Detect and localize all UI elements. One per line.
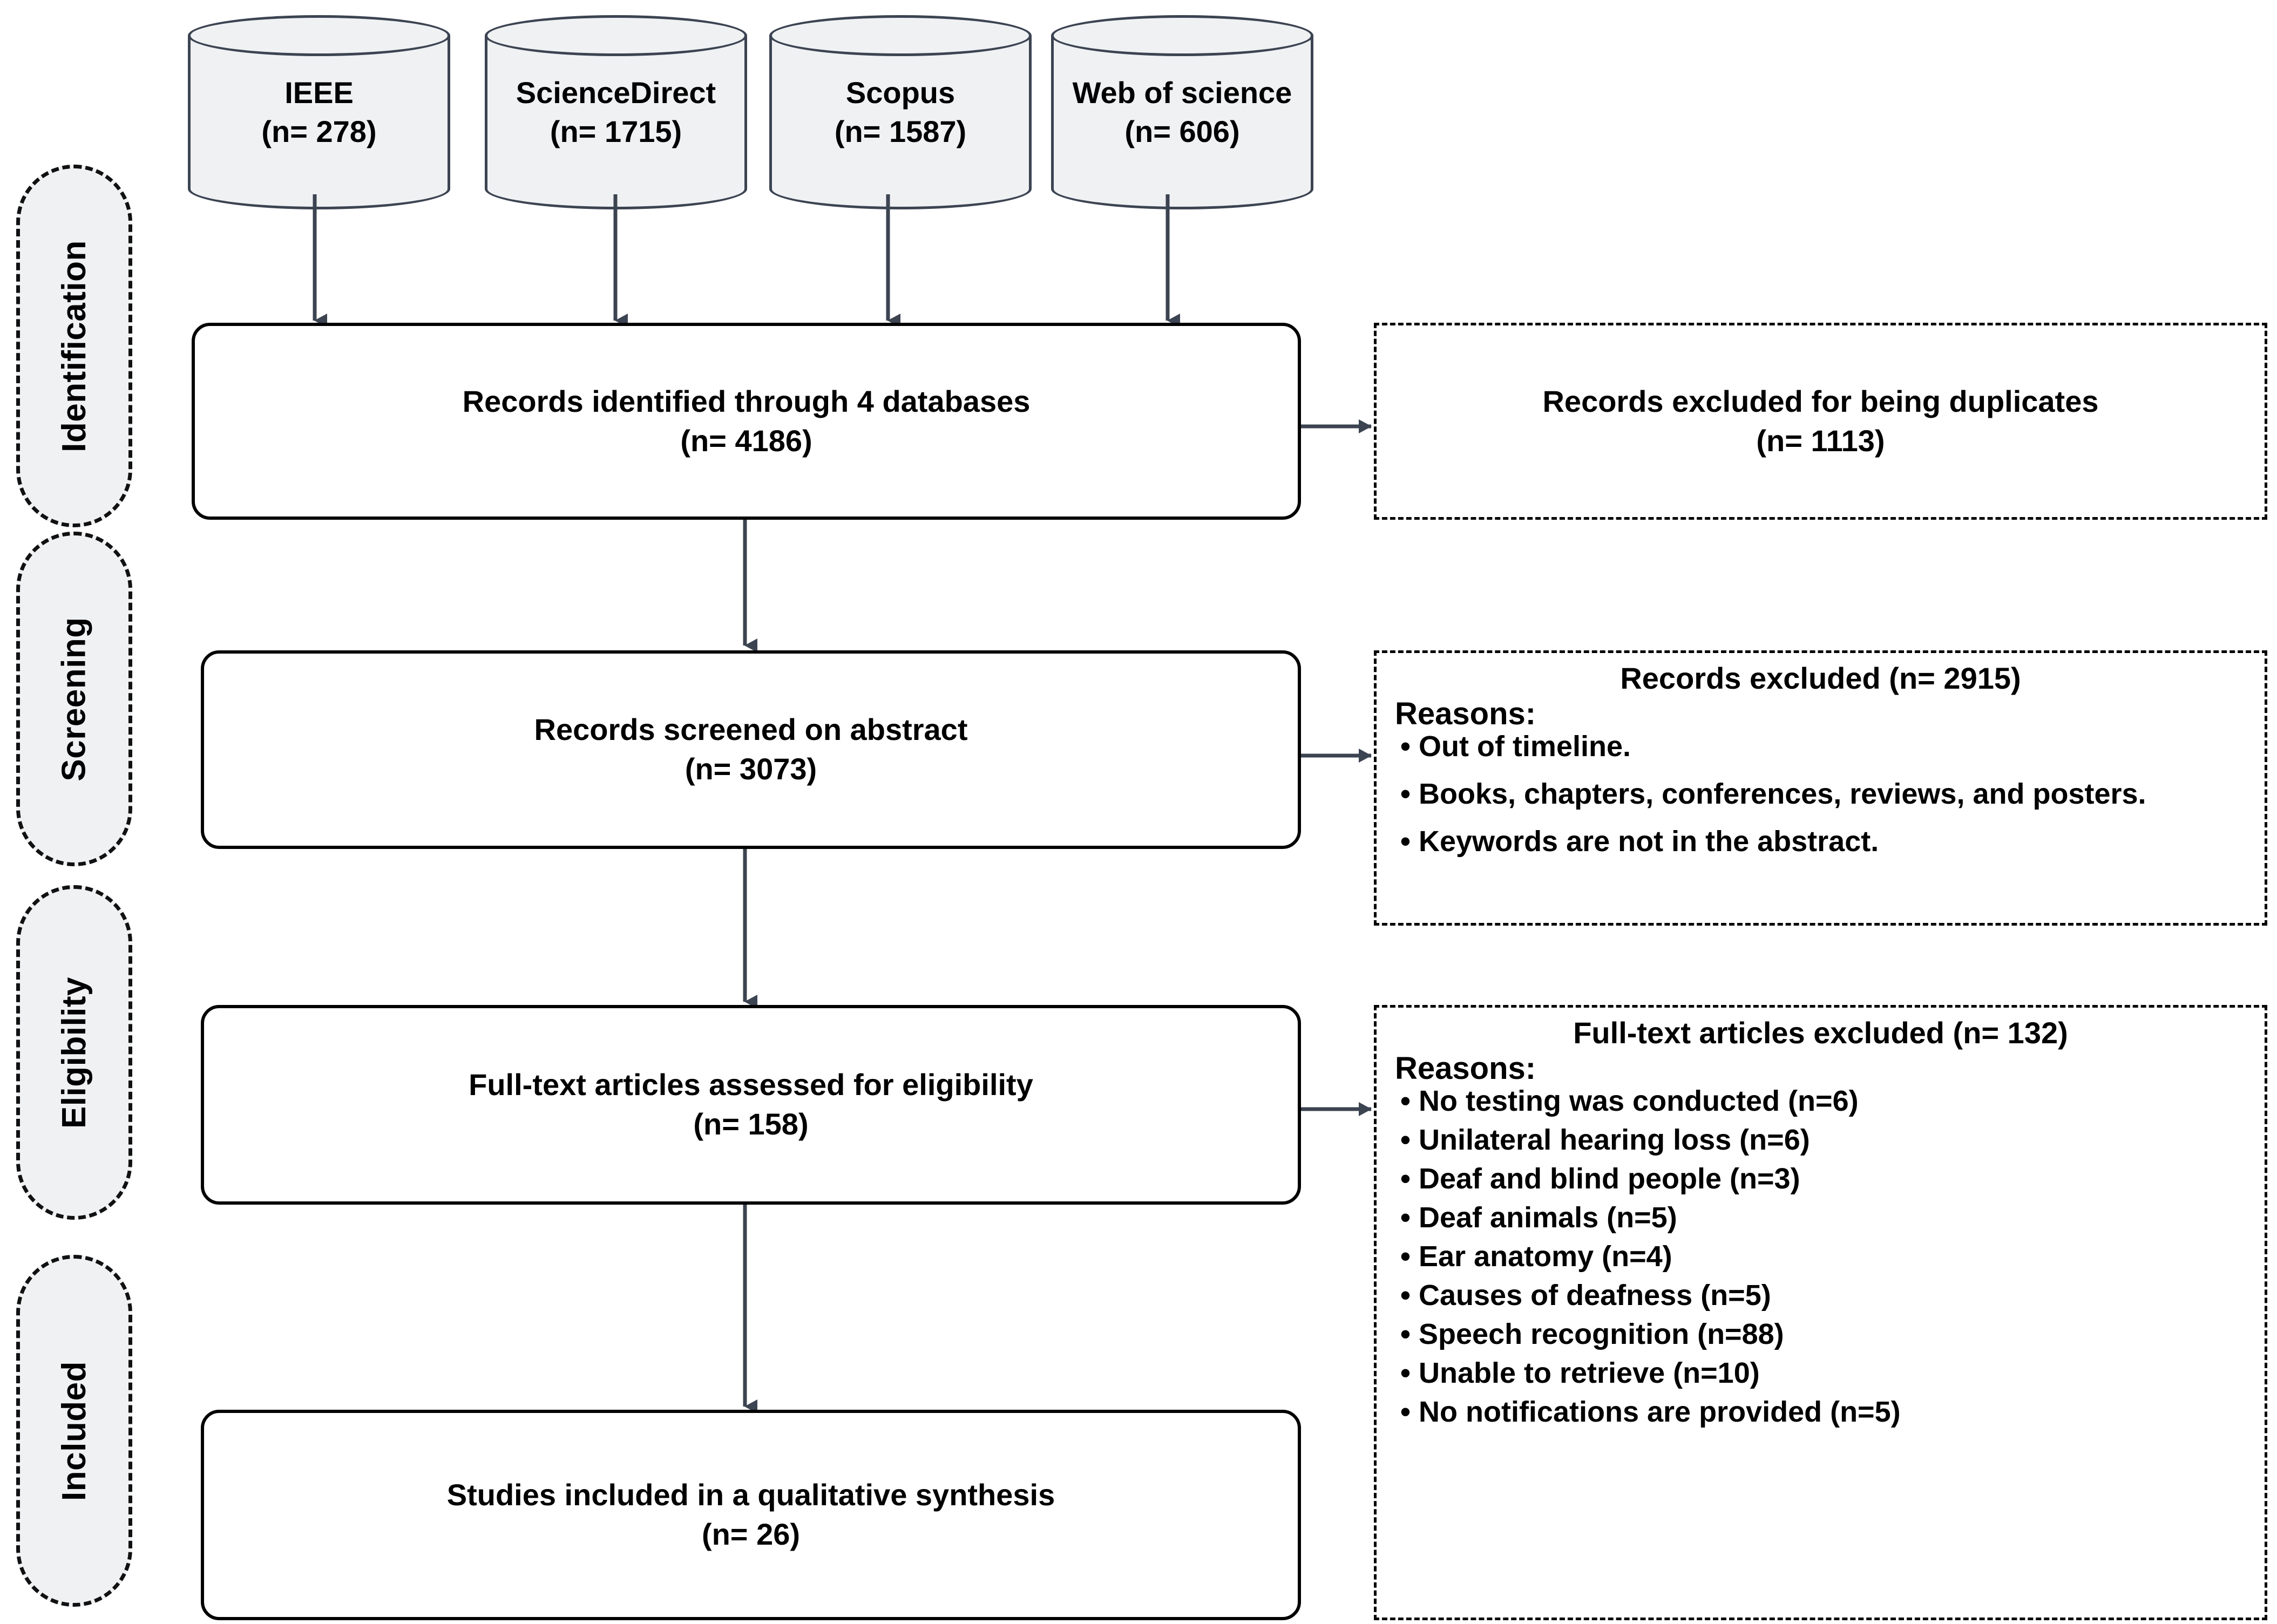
exclusion-line2: (n= 1113)	[1756, 423, 1885, 458]
flow-box-line1: Full-text articles assessed for eligibil…	[469, 1068, 1033, 1102]
database-count: (n= 1587)	[834, 114, 967, 148]
database-cylinder-sciencedirect: ScienceDirect (n= 1715)	[485, 15, 747, 209]
flow-box-records-screened: Records screened on abstract (n= 3073)	[201, 650, 1301, 849]
cylinder-body	[485, 36, 747, 209]
list-item: Unilateral hearing loss (n=6)	[1400, 1125, 2265, 1154]
exclusion-title-screening: Records excluded (n= 2915)	[1620, 661, 2021, 695]
database-cylinder-ieee: IEEE (n= 278)	[188, 15, 450, 209]
flow-box-studies-included: Studies included in a qualitative synthe…	[201, 1410, 1301, 1620]
database-name: Web of science	[1072, 76, 1292, 110]
database-count: (n= 278)	[261, 114, 377, 148]
exclusion-reason-list-fulltext: No testing was conducted (n=6) Unilatera…	[1377, 1086, 2265, 1426]
flow-box-fulltext-assessed: Full-text articles assessed for eligibil…	[201, 1005, 1301, 1205]
database-name: IEEE	[284, 76, 354, 110]
flow-box-line2: (n= 3073)	[685, 752, 817, 786]
cylinder-body	[1051, 36, 1313, 209]
flow-box-line2: (n= 158)	[693, 1107, 809, 1141]
database-label-sciencedirect: ScienceDirect (n= 1715)	[485, 73, 747, 151]
database-name: ScienceDirect	[516, 76, 716, 110]
database-cylinder-web-of-science: Web of science (n= 606)	[1051, 15, 1313, 209]
flow-box-line2: (n= 4186)	[680, 423, 812, 458]
cylinder-top-ellipse	[1051, 15, 1313, 56]
list-item: Speech recognition (n=88)	[1400, 1320, 2265, 1349]
exclusion-box-screening: Records excluded (n= 2915) Reasons: Out …	[1374, 650, 2267, 926]
flow-box-line1: Records identified through 4 databases	[462, 384, 1031, 418]
exclusion-line1: Records excluded for being duplicates	[1542, 384, 2099, 418]
list-item: No notifications are provided (n=5)	[1400, 1397, 2265, 1426]
stage-pill-eligibility: Eligibility	[16, 885, 132, 1220]
list-item: Keywords are not in the abstract.	[1400, 827, 2265, 856]
database-label-web-of-science: Web of science (n= 606)	[1051, 73, 1313, 151]
cylinder-body	[188, 36, 450, 209]
flow-box-text: Records identified through 4 databases (…	[463, 382, 1031, 461]
flow-box-text: Full-text articles assessed for eligibil…	[469, 1065, 1033, 1144]
cylinder-top-ellipse	[188, 15, 450, 56]
list-item: Deaf and blind people (n=3)	[1400, 1164, 2265, 1193]
exclusion-box-fulltext: Full-text articles excluded (n= 132) Rea…	[1374, 1005, 2267, 1620]
database-count: (n= 606)	[1124, 114, 1240, 148]
list-item: Books, chapters, conferences, reviews, a…	[1400, 779, 2265, 808]
exclusion-reasons-label-screening: Reasons:	[1395, 696, 1536, 731]
flow-box-records-identified: Records identified through 4 databases (…	[192, 323, 1301, 520]
list-item: Unable to retrieve (n=10)	[1400, 1358, 2265, 1388]
database-cylinder-scopus: Scopus (n= 1587)	[769, 15, 1032, 209]
list-item: Deaf animals (n=5)	[1400, 1203, 2265, 1232]
exclusion-reason-list-screening: Out of timeline. Books, chapters, confer…	[1377, 732, 2265, 856]
exclusion-text: Records excluded for being duplicates (n…	[1542, 382, 2098, 461]
database-label-scopus: Scopus (n= 1587)	[769, 73, 1032, 151]
database-name: Scopus	[845, 76, 955, 110]
stage-pill-identification: Identification	[16, 165, 132, 527]
list-item: Causes of deafness (n=5)	[1400, 1281, 2265, 1310]
flow-box-line1: Studies included in a qualitative synthe…	[446, 1478, 1055, 1512]
exclusion-reasons-label-fulltext: Reasons:	[1395, 1051, 1536, 1086]
cylinder-body	[769, 36, 1032, 209]
stage-pill-included: Included	[16, 1255, 132, 1607]
list-item: Out of timeline.	[1400, 732, 2265, 761]
exclusion-title-fulltext: Full-text articles excluded (n= 132)	[1573, 1016, 2068, 1050]
stage-pill-screening: Screening	[16, 532, 132, 866]
cylinder-top-ellipse	[485, 15, 747, 56]
database-label-ieee: IEEE (n= 278)	[188, 73, 450, 151]
list-item: No testing was conducted (n=6)	[1400, 1086, 2265, 1116]
flow-box-line2: (n= 26)	[701, 1517, 801, 1551]
stage-label-identification: Identification	[56, 240, 93, 452]
flow-box-text: Records screened on abstract (n= 3073)	[534, 710, 968, 789]
stage-label-included: Included	[56, 1361, 93, 1501]
stage-label-eligibility: Eligibility	[56, 976, 93, 1129]
flow-box-text: Studies included in a qualitative synthe…	[447, 1476, 1055, 1554]
stage-label-screening: Screening	[56, 616, 93, 782]
database-count: (n= 1715)	[550, 114, 682, 148]
list-item: Ear anatomy (n=4)	[1400, 1242, 2265, 1271]
exclusion-box-duplicates: Records excluded for being duplicates (n…	[1374, 323, 2267, 520]
flow-box-line1: Records screened on abstract	[534, 712, 968, 747]
cylinder-top-ellipse	[769, 15, 1032, 56]
